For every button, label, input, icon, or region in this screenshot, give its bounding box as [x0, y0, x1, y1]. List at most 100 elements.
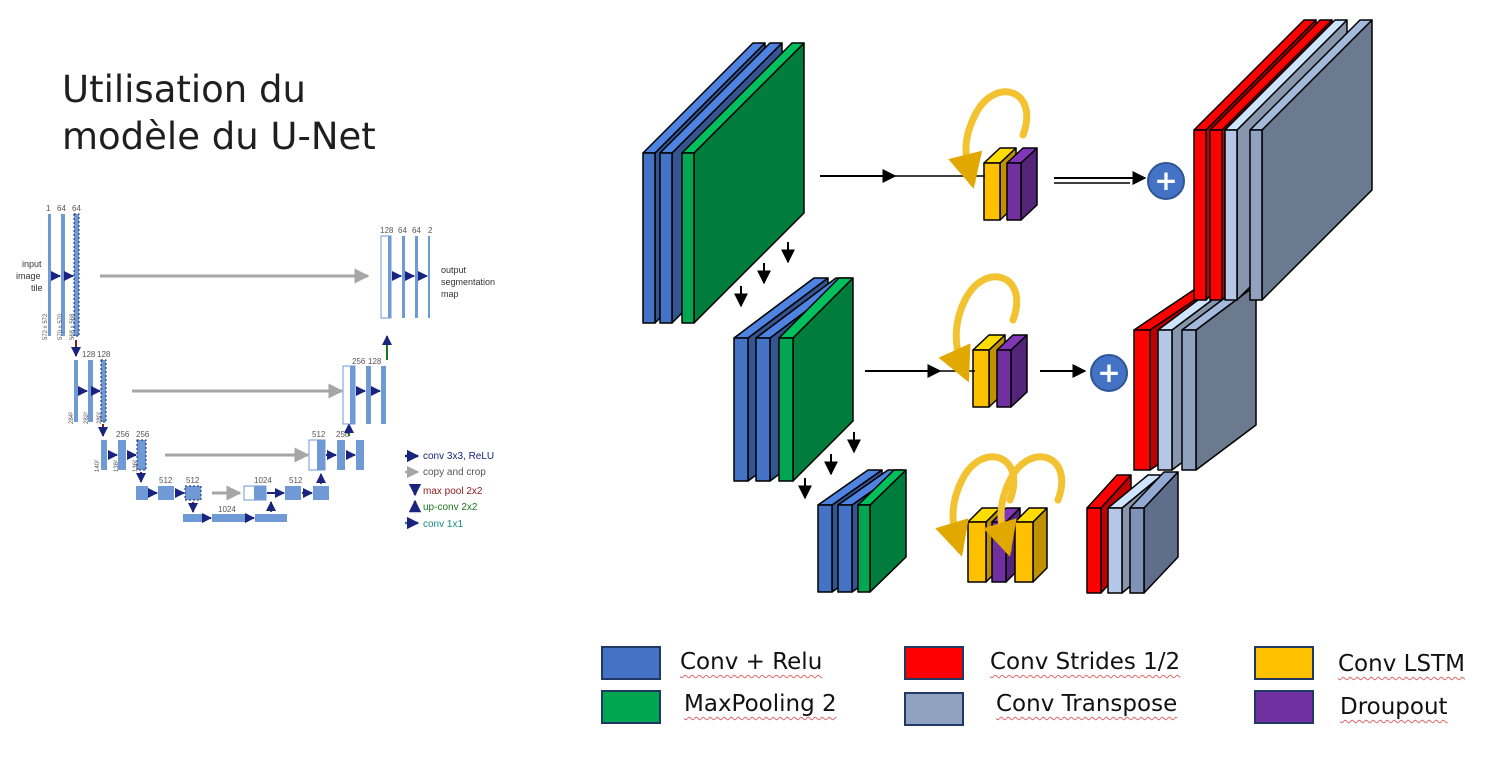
- feature-map: [73, 213, 80, 337]
- dropout-block: [1006, 147, 1038, 221]
- legend-up-text: up-conv 2x2: [423, 502, 478, 513]
- feature-map: [313, 486, 329, 500]
- channel-label: 256: [116, 430, 130, 439]
- channel-label: 128: [368, 357, 382, 366]
- input-label: input: [22, 259, 42, 269]
- recurrent-loop-arrow: [948, 88, 1031, 189]
- feature-map: [183, 514, 205, 522]
- channel-label: 256: [336, 430, 350, 439]
- channel-label: 64: [398, 226, 407, 235]
- conv-transpose-block-face: [1157, 329, 1173, 471]
- feature-map: [158, 486, 174, 500]
- feature-map: [101, 440, 107, 470]
- conv-relu-block-face: [817, 504, 833, 593]
- plus-icon: +: [1154, 164, 1177, 197]
- title-line-1: Utilisation du: [62, 68, 306, 111]
- size-label: 280²: [97, 412, 103, 424]
- feature-map: [337, 440, 345, 470]
- legend-label-conv-transpose: Conv Transpose: [996, 691, 1178, 717]
- feature-map: [350, 366, 355, 424]
- conv-transpose-block-face: [1181, 329, 1197, 471]
- maxpool-block-face: [857, 504, 871, 593]
- legend-swatch-conv-relu: [601, 646, 661, 680]
- channel-label: 128: [82, 350, 96, 359]
- recurrent-loop-arrow: [983, 453, 1066, 557]
- plus-icon: +: [1097, 356, 1120, 389]
- feature-map: [285, 486, 301, 500]
- input-label: image: [16, 271, 41, 281]
- feature-map: [254, 486, 266, 500]
- conv-lstm-block-face: [967, 521, 987, 583]
- conv-relu-block-face: [642, 152, 656, 324]
- feature-map: [48, 214, 51, 336]
- conv-lstm-block: [1014, 507, 1048, 583]
- legend-swatch-conv-strides: [904, 646, 964, 680]
- feature-map: [118, 440, 126, 470]
- maxpool-block-face: [778, 337, 794, 482]
- channel-label: 64: [412, 226, 421, 235]
- output-label: segmentation: [441, 277, 495, 287]
- dropout-block-face: [996, 349, 1012, 408]
- size-label: 284²: [69, 412, 75, 424]
- page-title: Utilisation du modèle du U-Net: [62, 66, 376, 160]
- legend-label-maxpooling: MaxPooling 2: [684, 691, 837, 717]
- legend-swatch-conv-lstm: [1254, 646, 1314, 680]
- conv-lstm-block-face: [1014, 521, 1034, 583]
- conv-transpose-block-face: [1224, 129, 1238, 301]
- plus-circle: [1147, 162, 1185, 200]
- channel-label: 512: [289, 476, 303, 485]
- conv-relu-block-face: [755, 337, 771, 482]
- unet-reference-figure: 1 64 64 input image tile 572 x 572 570 x…: [16, 204, 495, 530]
- conv-lstm-block-face: [972, 349, 990, 408]
- feature-map: [415, 236, 418, 318]
- maxpool-block: [778, 277, 854, 482]
- feature-map: [212, 514, 248, 522]
- channel-label: 64: [72, 204, 81, 213]
- title-line-2: modèle du U-Net: [62, 115, 376, 158]
- feature-map: [366, 366, 371, 424]
- legend-label-conv-lstm: Conv LSTM: [1338, 651, 1465, 677]
- feature-map: [356, 440, 364, 470]
- output-label: map: [441, 289, 459, 299]
- channel-label: 256: [136, 430, 150, 439]
- conv-relu-block-face: [733, 337, 749, 482]
- recurrent-loop-arrow: [938, 273, 1021, 383]
- channel-label: 512: [186, 476, 200, 485]
- feature-map: [317, 440, 325, 470]
- legend-swatch-conv-transpose: [904, 692, 964, 726]
- conv-lstm-block-face: [983, 162, 1001, 221]
- size-label: 138²: [114, 460, 120, 472]
- legend-label-dropout: Droupout: [1340, 694, 1448, 720]
- input-label: tile: [31, 283, 43, 293]
- feature-map: [74, 360, 78, 422]
- legend-pool-text: max pool 2x2: [423, 486, 483, 497]
- legend-swatch-maxpooling: [601, 690, 661, 724]
- channel-label: 128: [97, 350, 111, 359]
- channel-label: 2: [428, 226, 433, 235]
- main-architecture: ++: [642, 19, 1373, 594]
- feature-map: [88, 360, 93, 422]
- size-label: 282²: [84, 412, 90, 424]
- conv-transpose-block-face: [1249, 129, 1263, 301]
- feature-map: [136, 486, 148, 500]
- conv-strides-block-face: [1193, 129, 1207, 301]
- feature-map: [428, 236, 430, 318]
- channel-label: 1024: [218, 505, 236, 514]
- size-label: 572 x 572: [43, 313, 49, 340]
- channel-label: 512: [159, 476, 173, 485]
- feature-map: [61, 214, 65, 336]
- channel-label: 1: [46, 204, 51, 213]
- conv-transpose-block: [1249, 19, 1373, 301]
- channel-label: 512: [312, 430, 326, 439]
- feature-map: [100, 359, 107, 423]
- legend-conv-text: conv 3x3, ReLU: [423, 451, 494, 462]
- conv-relu-block-face: [837, 504, 853, 593]
- maxpool-block: [681, 42, 805, 324]
- feature-map: [402, 236, 405, 318]
- size-label: 136²: [133, 460, 139, 472]
- conv-strides-block-face: [1209, 129, 1223, 301]
- channel-label: 64: [57, 204, 66, 213]
- maxpool-block-face: [681, 152, 695, 324]
- legend-label-conv-strides: Conv Strides 1/2: [990, 649, 1181, 675]
